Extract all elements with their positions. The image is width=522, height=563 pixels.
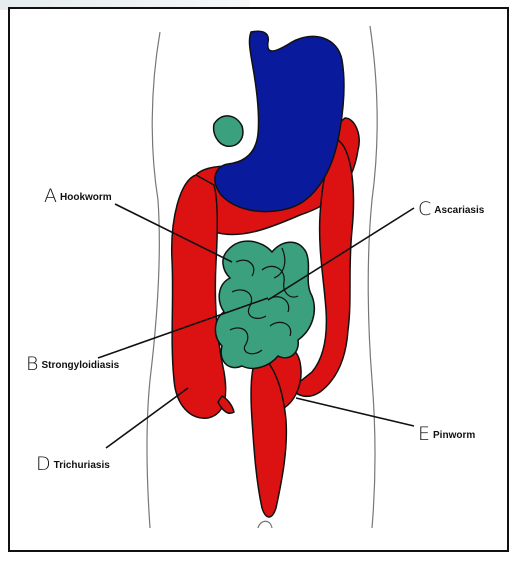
label-b-name: Strongyloidiasis xyxy=(41,360,119,371)
label-a-letter: A xyxy=(44,185,57,207)
label-e-name: Pinworm xyxy=(433,430,475,441)
leader-line-e xyxy=(296,398,414,426)
label-d-name: Trichuriasis xyxy=(54,460,110,471)
label-a-name: Hookworm xyxy=(60,192,112,203)
label-b-letter: B xyxy=(26,353,38,375)
anus-outline xyxy=(258,521,272,528)
body-outline-right xyxy=(368,26,377,528)
label-c-letter: C xyxy=(418,198,431,220)
body-outline-left xyxy=(147,32,160,528)
label-c-name: Ascariasis xyxy=(434,205,484,216)
label-d-letter: D xyxy=(36,453,51,475)
label-e-letter: E xyxy=(418,423,430,445)
